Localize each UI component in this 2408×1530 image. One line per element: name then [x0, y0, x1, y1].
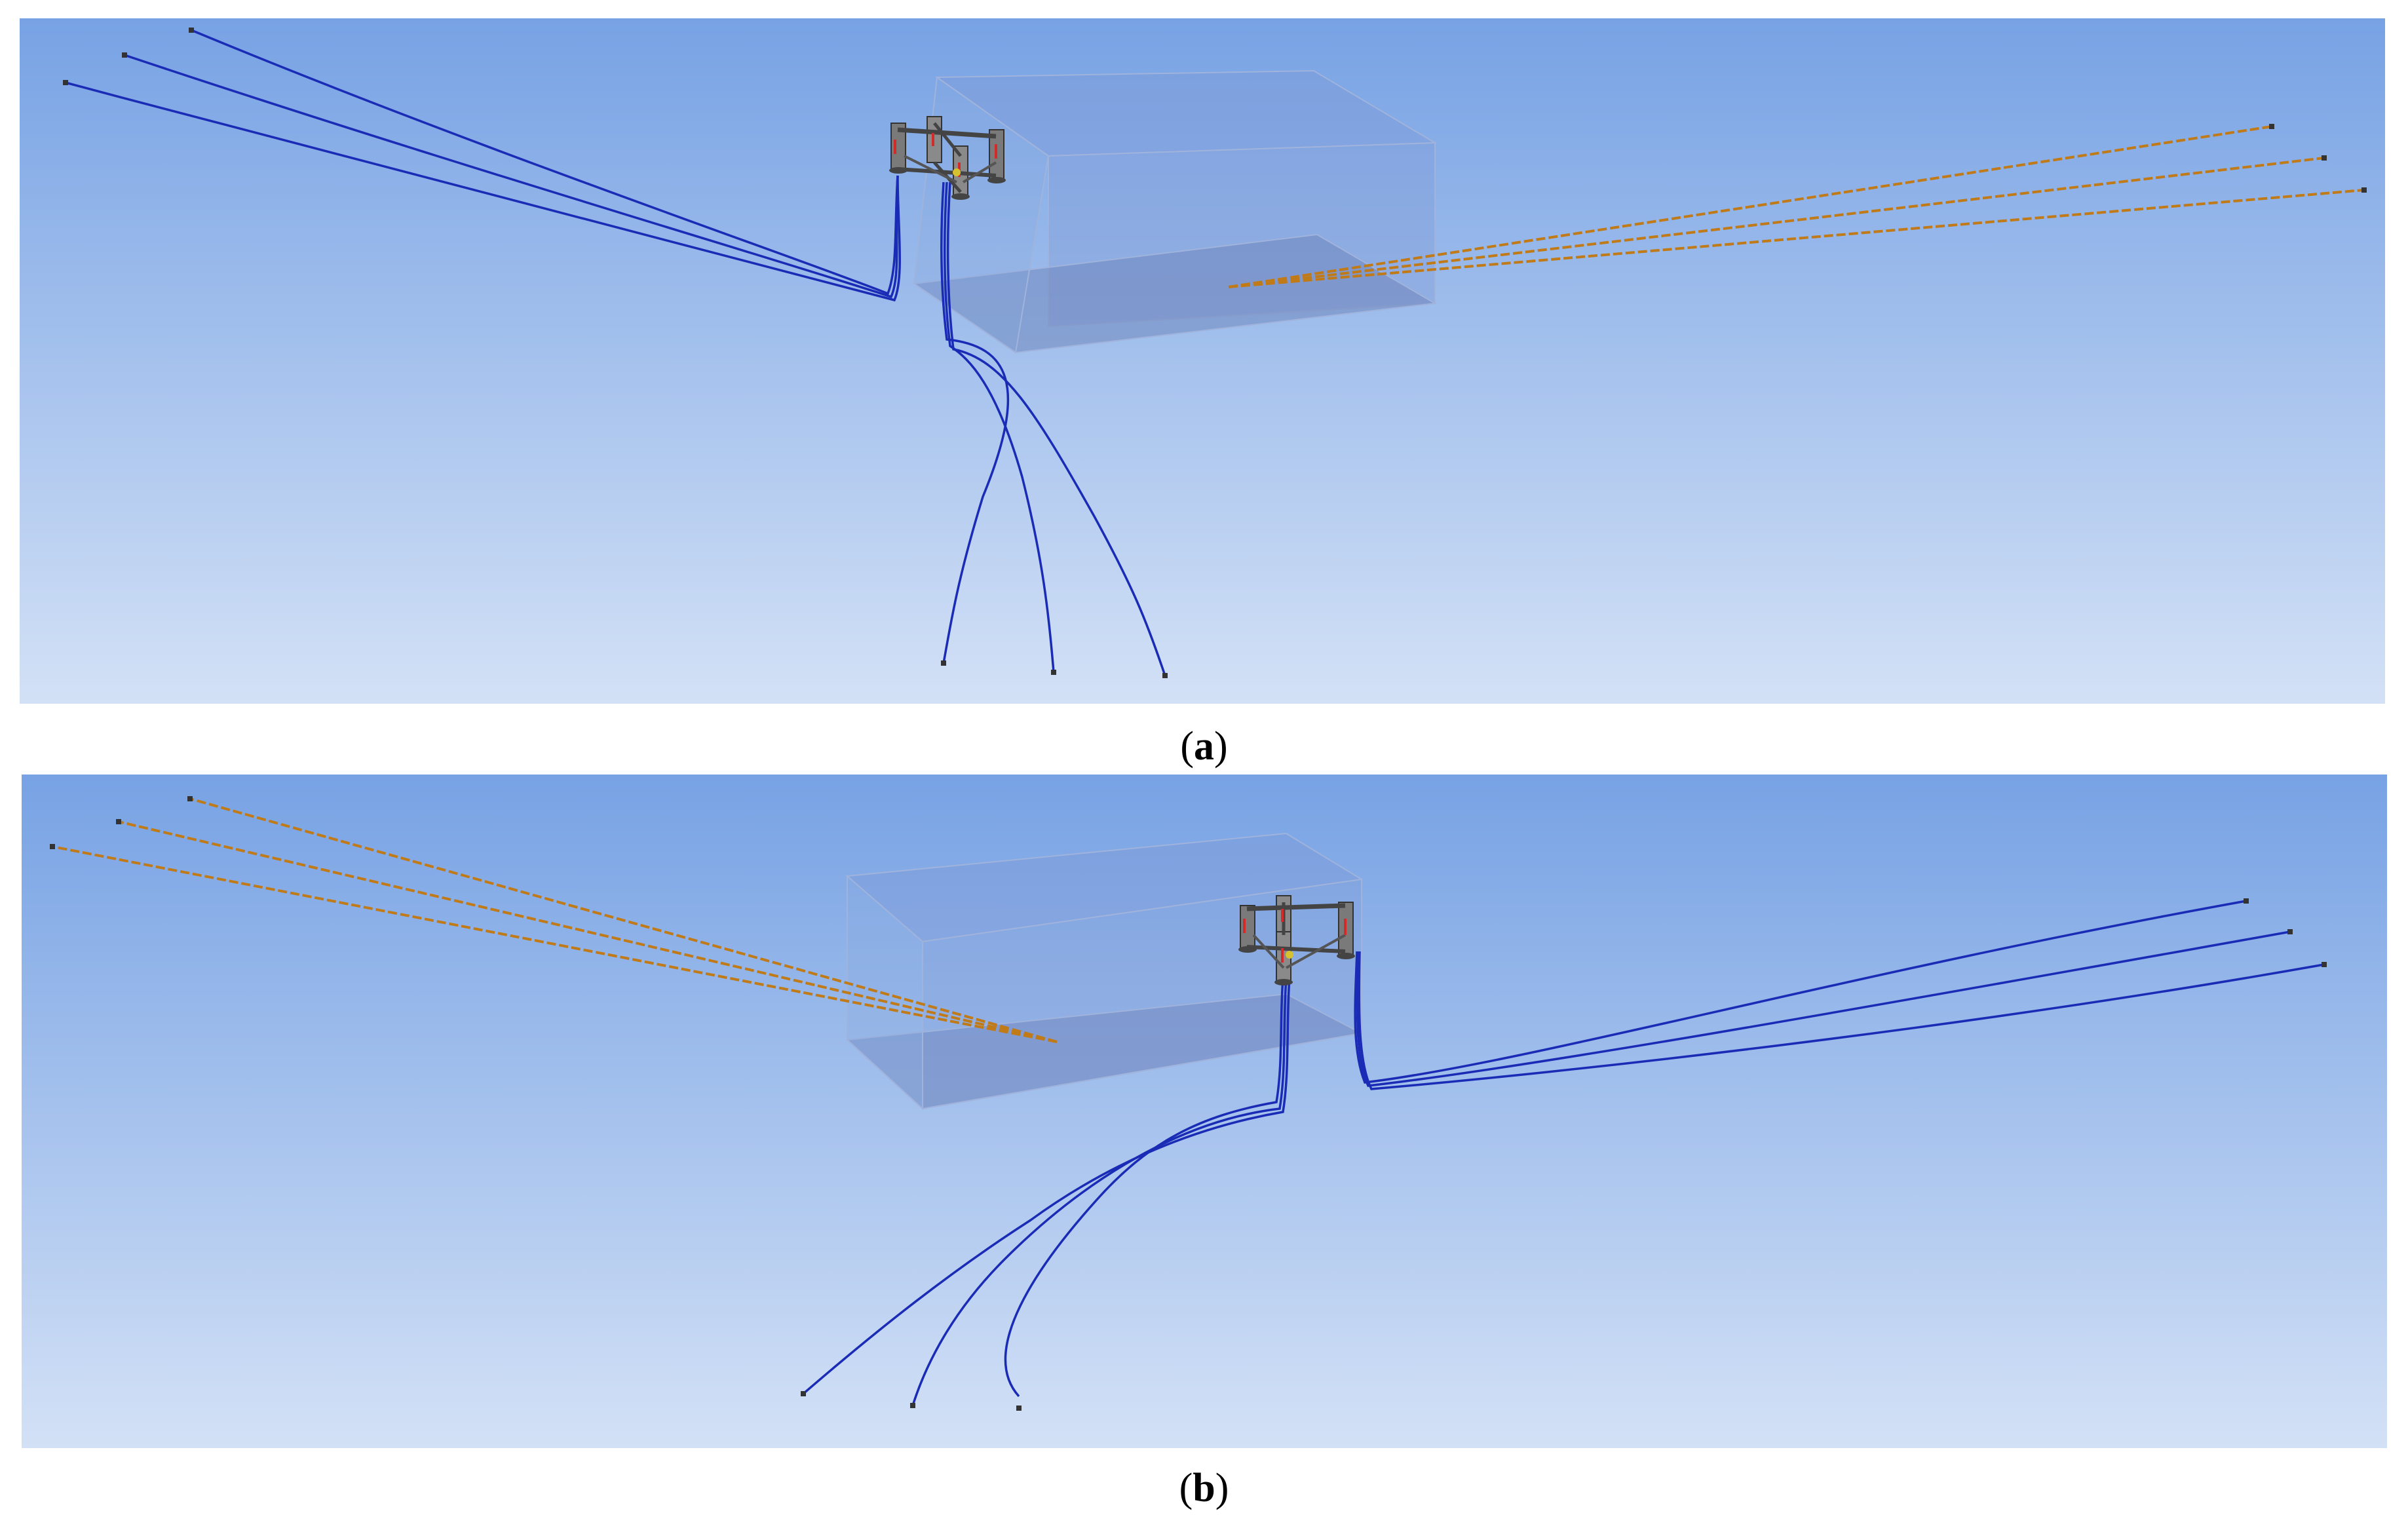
anchor-points-b	[50, 796, 2327, 1411]
viewport-panel-a	[20, 18, 2385, 704]
caption-b-letter: b	[1193, 1466, 1215, 1510]
anchor-point-icon	[801, 1391, 806, 1396]
anchor-point-icon	[2269, 124, 2274, 129]
orange-line-b-2	[118, 820, 1058, 1043]
anchor-point-icon	[2287, 929, 2293, 934]
anchor-point-icon	[116, 819, 121, 824]
anchor-point-icon	[2244, 898, 2249, 904]
orange-line-b-1	[189, 797, 1058, 1043]
orange-mooring-lines-a	[1228, 125, 2365, 288]
scene-b	[22, 775, 2387, 1448]
scene-a	[20, 18, 2385, 704]
orange-line-b-3	[52, 845, 1058, 1043]
anchor-point-icon	[1162, 673, 1168, 678]
caption-a: (a)	[1180, 724, 1228, 769]
anchor-point-icon	[910, 1403, 915, 1408]
caption-b: (b)	[1179, 1466, 1229, 1510]
anchor-point-icon	[2361, 187, 2367, 193]
mooring-line-b-1	[1354, 900, 2247, 1084]
mooring-line-b-5	[911, 977, 1288, 1406]
anchor-point-icon	[2322, 155, 2327, 161]
mooring-line-a-2	[124, 54, 899, 299]
anchor-point-icon	[187, 796, 193, 801]
mooring-line-b-3	[1358, 951, 2325, 1090]
anchor-point-icon	[2322, 962, 2327, 967]
anchor-points-a	[63, 28, 2367, 678]
mooring-line-a-6	[946, 182, 1166, 676]
anchor-point-icon	[941, 660, 946, 666]
mooring-line-b-6	[802, 977, 1291, 1395]
semi-submersible-platform-icon	[1238, 895, 1355, 985]
orange-line-a-1	[1228, 125, 2272, 288]
semi-submersible-platform-icon	[889, 116, 1006, 200]
anchor-point-icon	[189, 28, 194, 33]
mooring-lines-right-b	[1354, 900, 2325, 1090]
background-b	[22, 775, 2387, 1448]
orange-line-a-2	[1228, 157, 2325, 288]
anchor-point-icon	[50, 844, 55, 849]
mooring-lines-bottom-b	[802, 977, 1291, 1406]
orange-line-a-3	[1228, 189, 2365, 288]
anchor-point-icon	[1016, 1406, 1022, 1411]
domain-box-b	[845, 832, 1364, 1111]
caption-a-letter: a	[1194, 724, 1214, 769]
mooring-line-b-2	[1356, 930, 2291, 1087]
anchor-point-icon	[63, 80, 68, 85]
orange-mooring-lines-b	[52, 797, 1058, 1043]
anchor-point-icon	[122, 52, 127, 58]
viewport-panel-b	[22, 775, 2387, 1448]
mooring-lines-bottom-a	[940, 182, 1166, 676]
anchor-point-icon	[1051, 670, 1056, 675]
mooring-line-a-5	[943, 182, 1055, 673]
background-a	[20, 18, 2385, 704]
mooring-line-a-1	[191, 29, 899, 296]
domain-box-a	[912, 69, 1438, 354]
